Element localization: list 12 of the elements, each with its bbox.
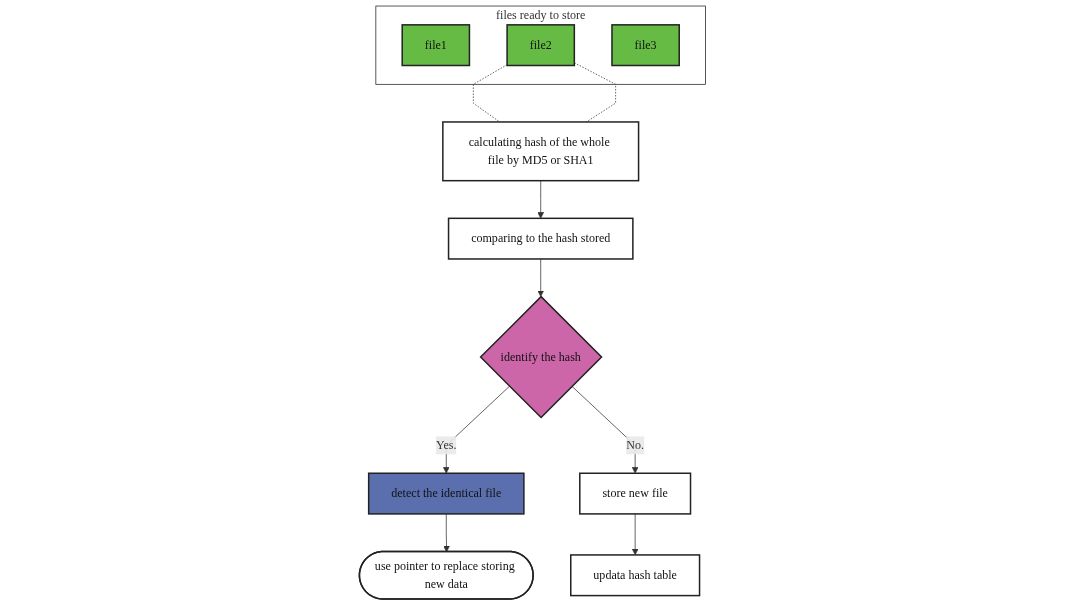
node-diamond: identify the hash <box>479 295 603 419</box>
node-box: file1 <box>401 24 471 67</box>
node-box: file3 <box>611 24 680 67</box>
node-box: file2 <box>506 24 576 67</box>
node-box: calculating hash of the whole file by MD5 or SHA1 <box>442 121 640 182</box>
node-box: updata hash table <box>570 554 701 597</box>
connector <box>472 64 508 123</box>
node-box: store new file <box>579 472 692 515</box>
node-box: comparing to the hash stored <box>447 217 634 260</box>
edge-label: Yes. <box>436 438 457 452</box>
edge-label: No. <box>626 438 645 452</box>
node-box: detect the identical file <box>367 472 525 515</box>
